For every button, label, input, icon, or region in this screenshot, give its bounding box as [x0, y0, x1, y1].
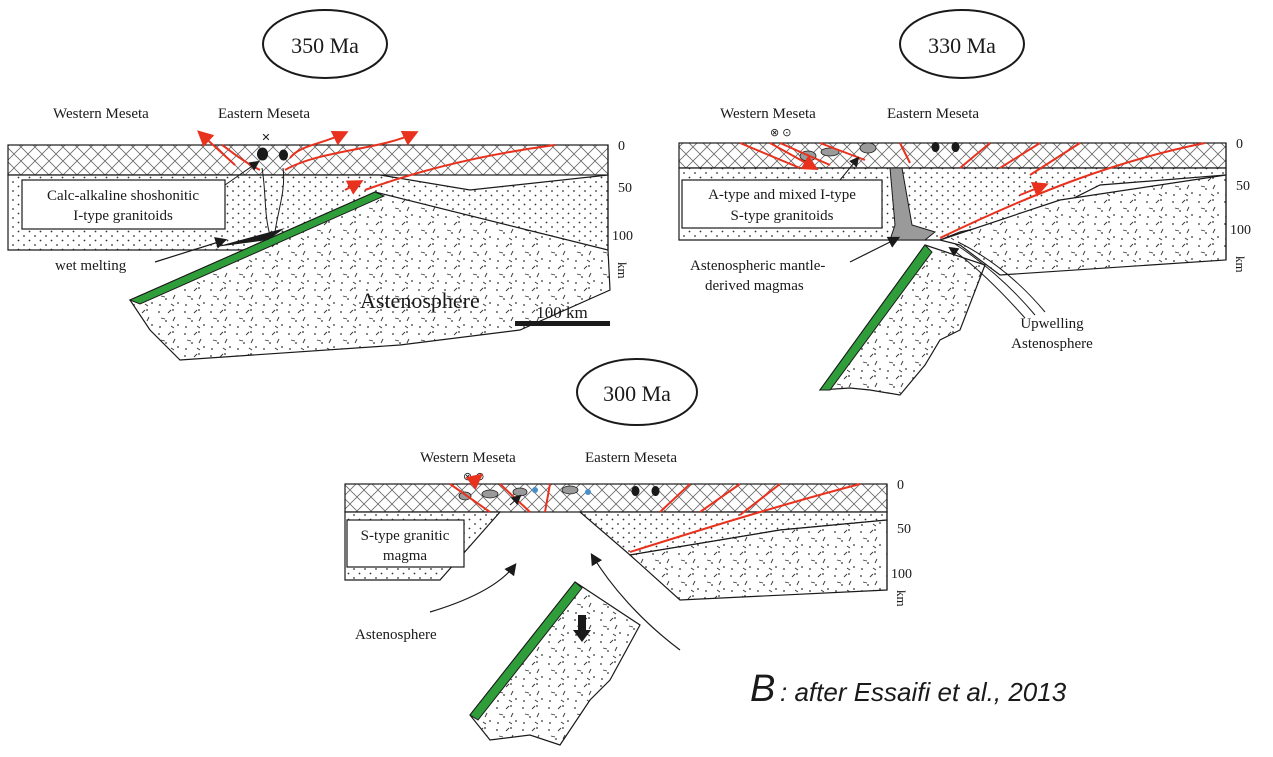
svg-text:50: 50: [897, 522, 911, 537]
granitoid-box: [681, 179, 883, 229]
age-oval: [576, 358, 698, 426]
black-plutons: [931, 142, 960, 152]
motion-symbols: ⊗ ⊙: [770, 127, 792, 139]
granitoid-label-1: Calc-alkaline shoshonitic: [47, 188, 199, 204]
eastern-meseta-label: Eastern Meseta: [585, 450, 677, 466]
magma-label-1: S-type granitic: [361, 528, 450, 544]
magma-label-2: magma: [383, 548, 427, 564]
mantle-magma-pointer: [849, 236, 901, 263]
age-oval: [262, 9, 388, 79]
svg-text:km: km: [1233, 256, 1248, 273]
panel-300: 300 Ma Western Meseta Eastern Meseta S-t…: [344, 358, 912, 746]
panel-330: 330 Ma Western Meseta Eastern Meseta ⊗ ⊙: [678, 9, 1251, 396]
black-plutons: [631, 486, 660, 496]
subducting-slab: [129, 191, 611, 361]
depth-axis: 0 50 100 km: [886, 478, 912, 607]
pointer-to-plutons: [509, 494, 522, 506]
asthenosphere-flow-arrow-right: [590, 552, 681, 651]
mantle-magma-label-2: derived magmas: [705, 278, 804, 294]
svg-text:0: 0: [897, 478, 904, 493]
granitic-magma-box: [346, 519, 465, 568]
svg-text:100: 100: [1230, 223, 1251, 238]
box-pointer: [224, 160, 260, 186]
sinking-arrow: [573, 615, 591, 642]
triangle-marker: ✕: [261, 132, 270, 144]
blue-plutons: [532, 487, 591, 495]
upwelling-label-1: Upwelling: [1020, 316, 1084, 332]
svg-text:0: 0: [1236, 137, 1243, 152]
granitoid-label-2: S-type granitoids: [731, 208, 834, 224]
oceanic-crust-green: [469, 581, 583, 721]
svg-text:50: 50: [1236, 179, 1250, 194]
scale-bar: 100 km: [515, 303, 610, 326]
caption: B : after Essaifi et al., 2013: [750, 668, 1067, 710]
panel-350: 350 Ma Western Meseta Eastern Meseta ✕: [7, 9, 633, 361]
asthenosphere-label: Astenosphere: [360, 288, 480, 313]
depth-axis: 0 50 100 km: [607, 139, 633, 279]
upper-crust: [344, 483, 888, 513]
granitoid-box: [21, 179, 226, 230]
eastern-meseta-label: Eastern Meseta: [887, 106, 979, 122]
age-label: 300 Ma: [603, 381, 671, 406]
eastern-meseta-label: Eastern Meseta: [218, 106, 310, 122]
granitoid-label-2: I-type granitoids: [73, 208, 173, 224]
oceanic-crust-green: [819, 244, 933, 391]
wet-melting-label: wet melting: [55, 258, 127, 274]
svg-text:100: 100: [891, 567, 912, 582]
western-meseta-label: Western Meseta: [420, 450, 516, 466]
caption-text: : after Essaifi et al., 2013: [780, 677, 1067, 707]
faults: [197, 130, 556, 195]
svg-text:km: km: [615, 262, 630, 279]
wet-melting-zone: [215, 228, 285, 247]
depth-axis: 0 50 100 km: [1225, 137, 1251, 273]
magma-channel: [889, 167, 937, 241]
detached-slab: [469, 581, 641, 746]
plutons: [257, 147, 288, 236]
age-label: 330 Ma: [928, 33, 996, 58]
mantle-magma-label-1: Astenospheric mantle-: [690, 258, 825, 274]
svg-text:km: km: [894, 590, 909, 607]
asthenosphere-label: Astenosphere: [355, 627, 437, 643]
svg-text:50: 50: [618, 181, 632, 196]
wet-melting-pointer: [154, 237, 228, 263]
caption-letter: B: [750, 668, 775, 710]
upwelling-arrows: [948, 241, 1046, 319]
age-oval: [899, 9, 1025, 79]
age-label: 350 Ma: [291, 33, 359, 58]
svg-text:0: 0: [618, 139, 625, 154]
western-meseta-label: Western Meseta: [53, 106, 149, 122]
asthenosphere-flow-arrow-left: [429, 563, 517, 613]
subducting-slab: [818, 244, 986, 396]
upwelling-label-2: Astenosphere: [1011, 336, 1093, 352]
svg-text:100: 100: [612, 229, 633, 244]
grey-plutons: [458, 485, 579, 501]
granitoid-label-1: A-type and mixed I-type: [708, 187, 856, 203]
oceanic-crust-green: [128, 191, 386, 305]
western-meseta-label: Western Meseta: [720, 106, 816, 122]
box-pointer: [839, 156, 860, 181]
svg-text:100 km: 100 km: [536, 303, 587, 322]
